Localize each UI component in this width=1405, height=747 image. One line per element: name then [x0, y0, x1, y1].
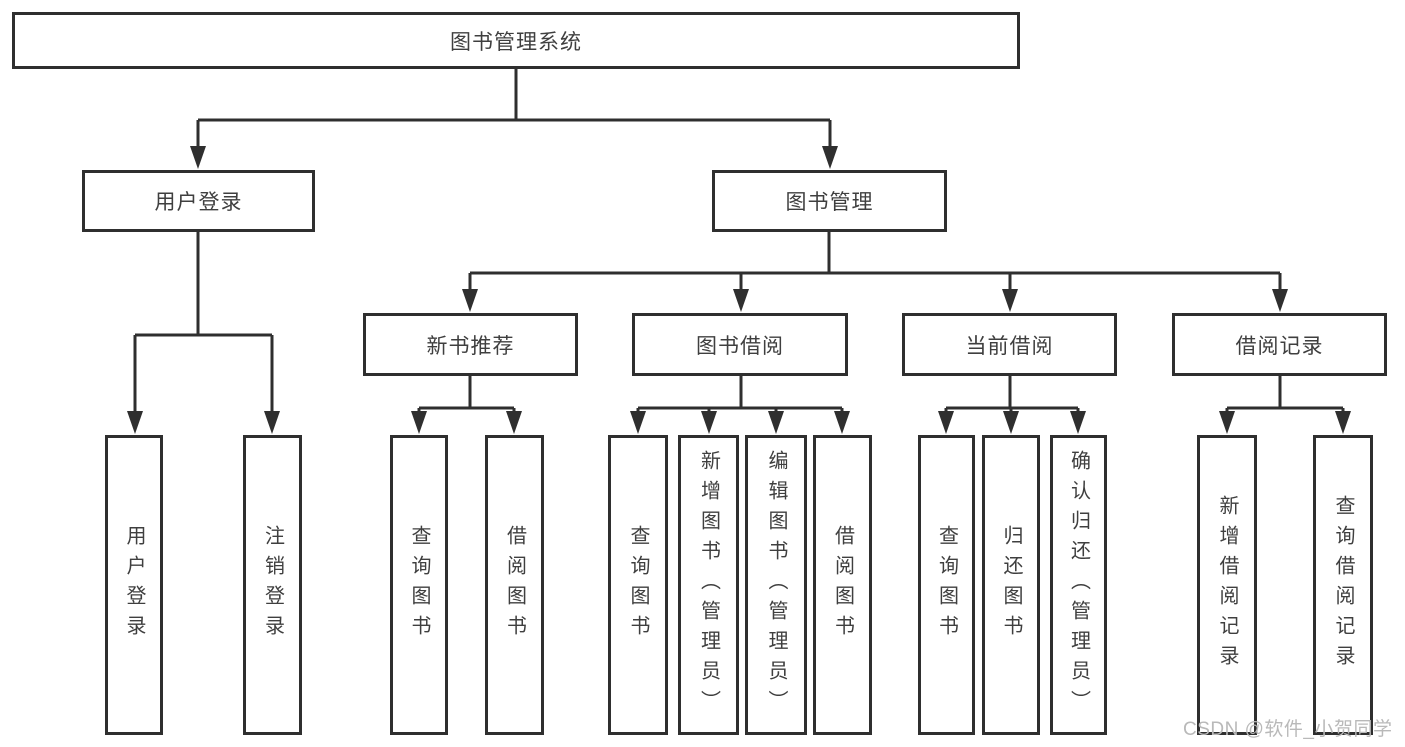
- leaf-user-login: 用户登录: [105, 435, 163, 735]
- leaf-confirm-return-admin: 确认归还（管理员）: [1050, 435, 1107, 735]
- node-label: 图书借阅: [696, 334, 784, 358]
- leaf-label: 新增图书（管理员）: [697, 450, 720, 720]
- leaf-add-book-admin: 新增图书（管理员）: [678, 435, 739, 735]
- leaf-add-borrow-record: 新增借阅记录: [1197, 435, 1257, 735]
- leaf-label: 借阅图书: [831, 525, 854, 645]
- node-borrow-records: 借阅记录: [1172, 313, 1387, 376]
- node-label: 当前借阅: [965, 334, 1054, 358]
- leaf-label: 编辑图书（管理员）: [765, 450, 787, 720]
- node-label: 图书管理: [785, 191, 874, 214]
- node-label: 借阅记录: [1235, 334, 1324, 358]
- node-new-book-recommend: 新书推荐: [363, 313, 578, 376]
- leaf-logout: 注销登录: [243, 435, 302, 735]
- node-label: 图书管理系统: [450, 30, 582, 54]
- leaf-query-books: 查询图书: [390, 435, 448, 735]
- leaf-label: 查询图书: [627, 525, 649, 645]
- leaf-query-borrow-record: 查询借阅记录: [1313, 435, 1373, 735]
- leaf-label: 查询图书: [408, 525, 430, 645]
- node-current-borrow: 当前借阅: [902, 313, 1117, 376]
- node-book-management: 图书管理: [712, 170, 947, 232]
- leaf-label: 确认归还（管理员）: [1067, 450, 1090, 720]
- csdn-watermark: CSDN @软件_小贺同学: [1183, 719, 1393, 740]
- leaf-edit-book-admin: 编辑图书（管理员）: [745, 435, 807, 735]
- leaf-return-books: 归还图书: [982, 435, 1040, 735]
- node-book-borrow: 图书借阅: [632, 313, 848, 376]
- leaf-label: 注销登录: [261, 525, 284, 645]
- leaf-label: 用户登录: [123, 525, 145, 645]
- arrowheads: [127, 146, 1351, 434]
- leaf-borrow-books: 借阅图书: [813, 435, 872, 735]
- node-library-management-system: 图书管理系统: [12, 12, 1020, 69]
- node-label: 新书推荐: [426, 334, 515, 358]
- leaf-query-books: 查询图书: [608, 435, 668, 735]
- leaf-borrow-books: 借阅图书: [485, 435, 544, 735]
- leaf-query-books: 查询图书: [918, 435, 975, 735]
- leaf-label: 查询图书: [935, 525, 958, 645]
- leaf-label: 归还图书: [1000, 525, 1022, 645]
- leaf-label: 新增借阅记录: [1216, 495, 1238, 675]
- leaf-label: 借阅图书: [503, 525, 526, 645]
- node-label: 用户登录: [154, 191, 243, 214]
- node-user-login: 用户登录: [82, 170, 315, 232]
- leaf-label: 查询借阅记录: [1332, 495, 1354, 675]
